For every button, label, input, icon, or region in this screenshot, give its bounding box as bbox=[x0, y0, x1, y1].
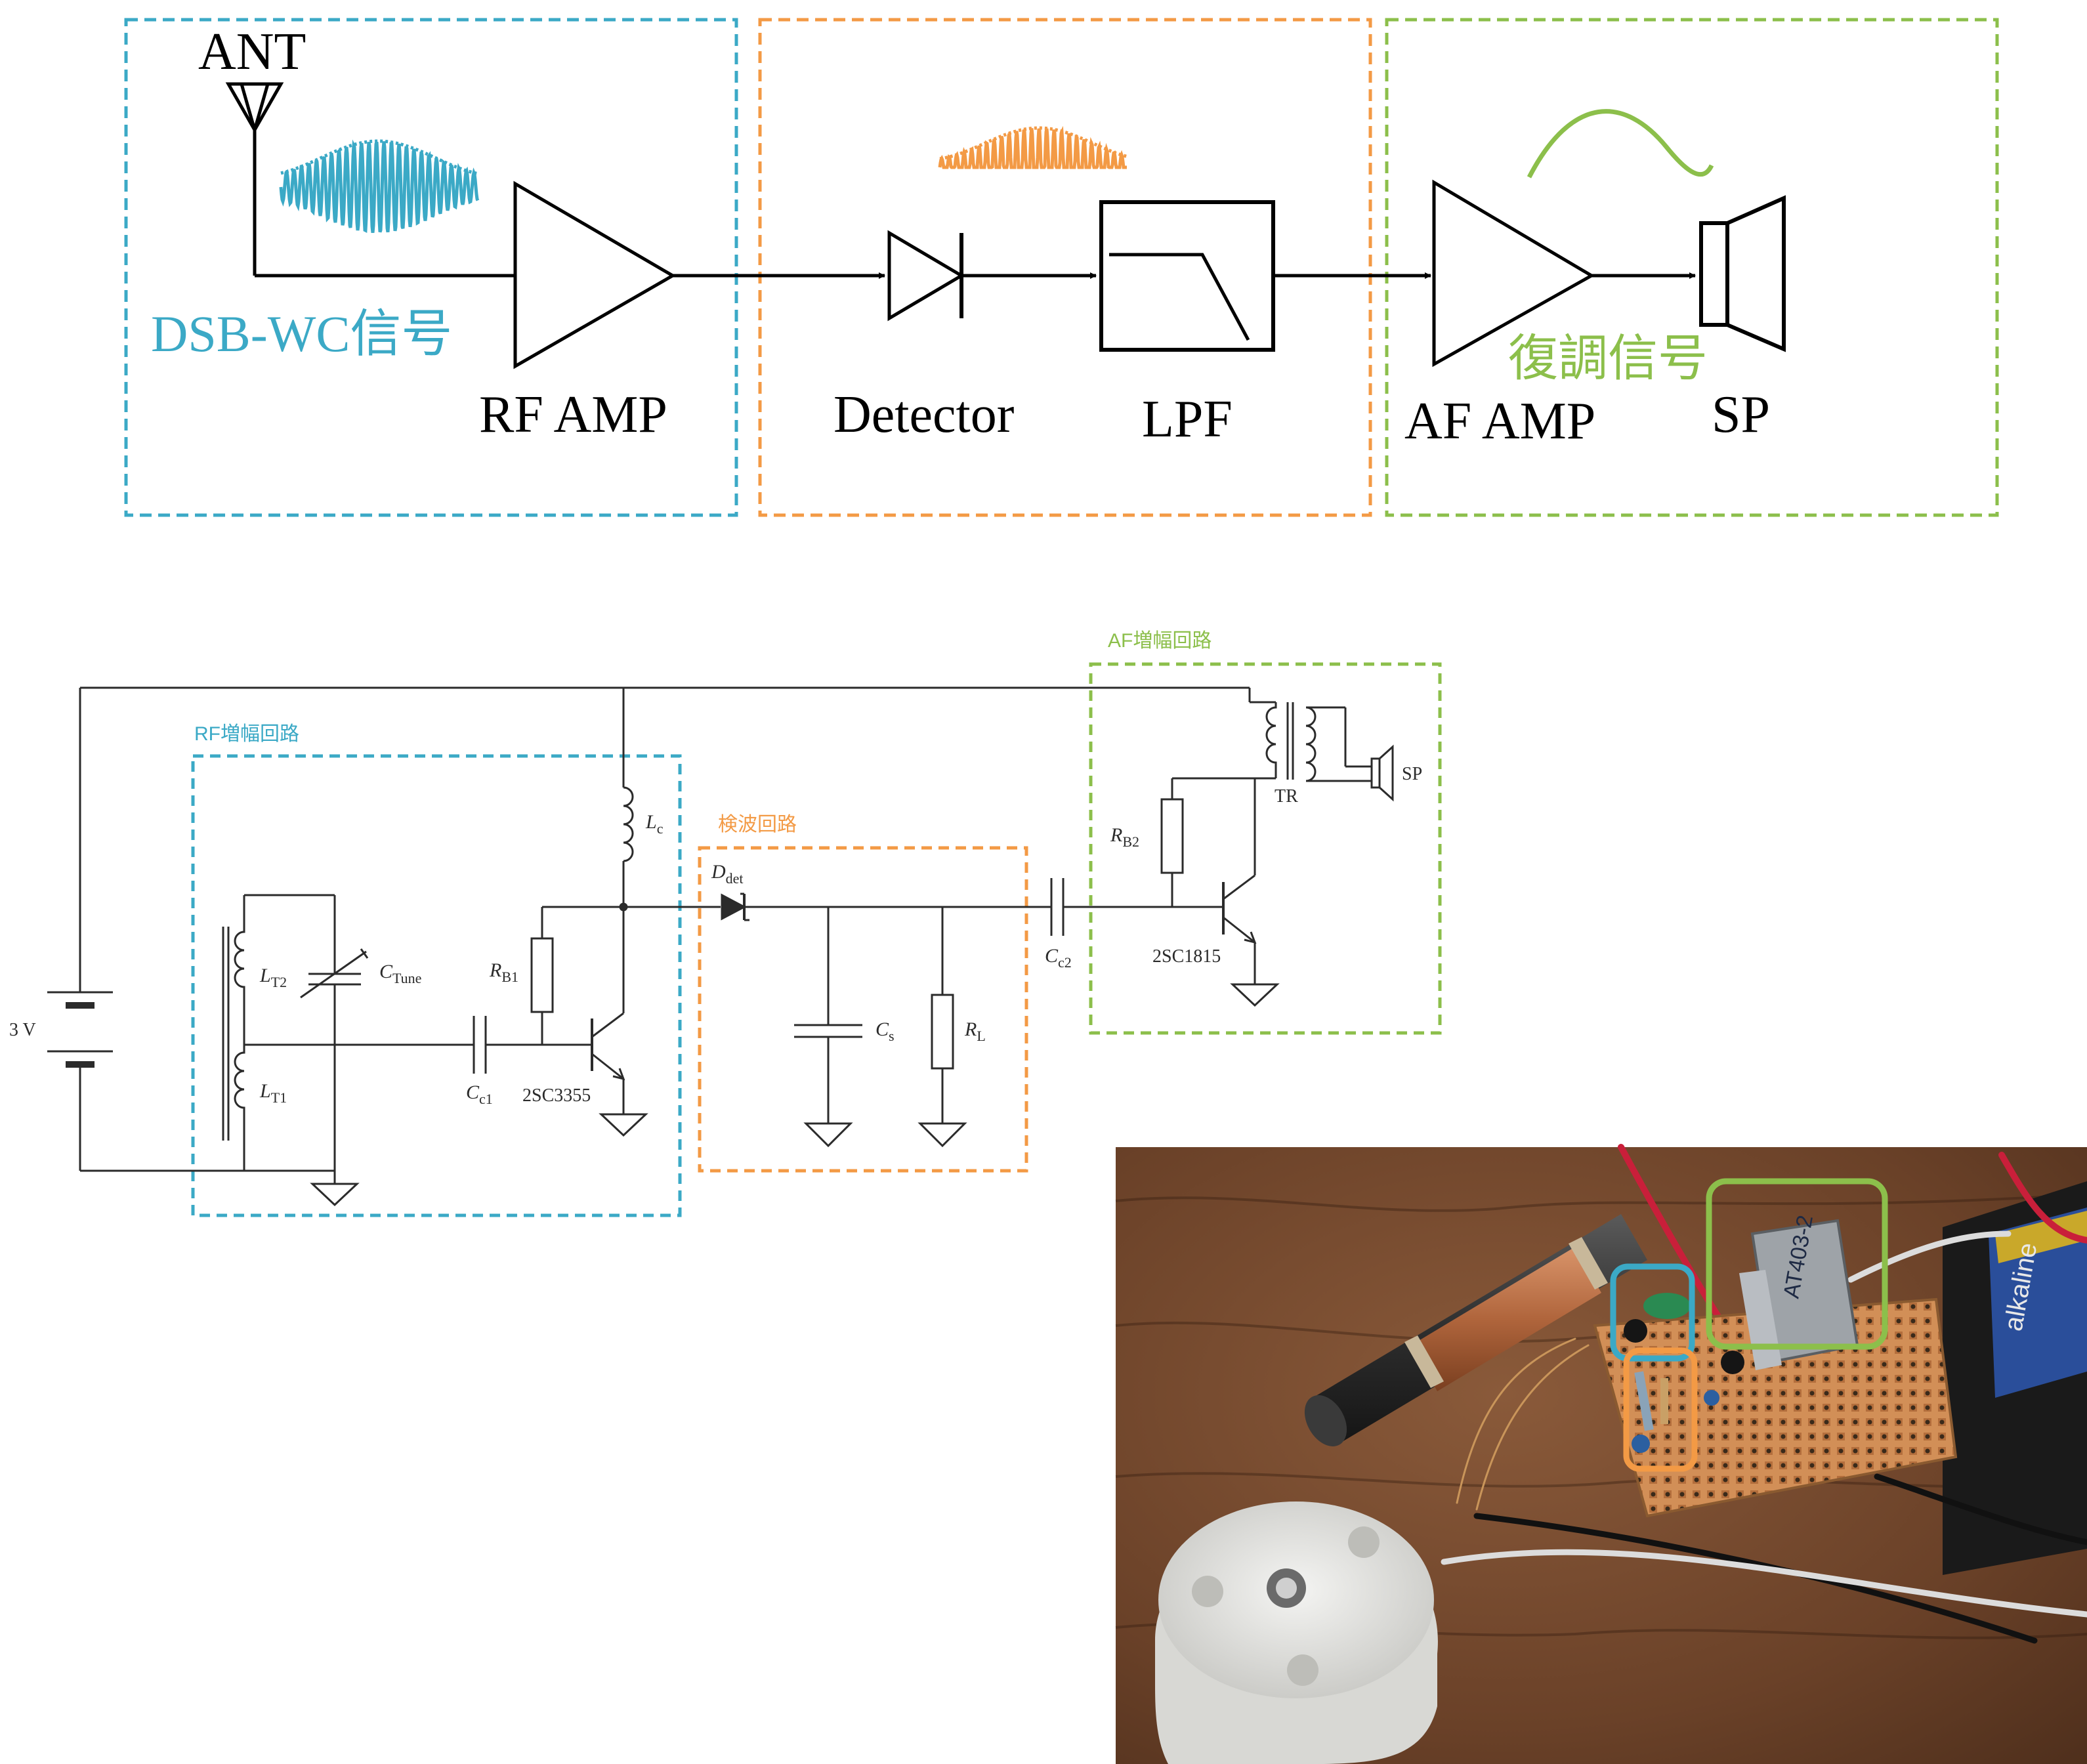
detector-section-highlight bbox=[1623, 1347, 1698, 1472]
choke-coil-lc bbox=[619, 688, 634, 912]
antenna-coil-lt bbox=[222, 894, 335, 1171]
block-diagram: ANT RF AMP Detector LPF AF AMP bbox=[124, 18, 1999, 517]
sp-label: SP bbox=[1712, 386, 1770, 444]
detected-trace bbox=[938, 125, 1127, 169]
lpf-label: LPF bbox=[1142, 390, 1233, 448]
ddet-label: Ddet bbox=[711, 861, 744, 887]
af-section-frame bbox=[1385, 18, 1999, 517]
cs-label: Cs bbox=[875, 1018, 895, 1044]
ant-label: ANT bbox=[198, 23, 306, 81]
ground-symbol-4 bbox=[917, 1122, 967, 1148]
bias-resistor-rb2 bbox=[1160, 777, 1255, 907]
rb1-label: RB1 bbox=[489, 959, 518, 985]
circuit-schematic bbox=[47, 662, 1442, 1217]
rf-section-label: RF増幅回路 bbox=[194, 723, 299, 745]
battery-label: 3 V bbox=[9, 1020, 36, 1040]
af-section-label: AF増幅回路 bbox=[1108, 630, 1212, 652]
rf-amp-label: RF AMP bbox=[479, 386, 667, 444]
af-amp-label: AF AMP bbox=[1404, 392, 1595, 450]
q2-label: 2SC1815 bbox=[1152, 946, 1221, 967]
board-components bbox=[1624, 1293, 1744, 1453]
detected-envelope-trace bbox=[939, 126, 1128, 161]
af-section-highlight bbox=[1706, 1178, 1888, 1350]
photo-speaker bbox=[1155, 1502, 1438, 1764]
dsb-carrier-trace bbox=[279, 139, 480, 234]
detector-label: Detector bbox=[833, 386, 1014, 444]
lt1-label: LT1 bbox=[259, 1080, 287, 1106]
rf-section-highlight bbox=[1610, 1263, 1695, 1362]
cc1-label: Cc1 bbox=[466, 1082, 493, 1107]
lc-label: Lc bbox=[645, 811, 664, 837]
dsb-envelope-trace bbox=[280, 139, 478, 175]
rl-label: RL bbox=[964, 1018, 986, 1044]
q1-label: 2SC3355 bbox=[522, 1085, 591, 1106]
detector-diode-symbol bbox=[887, 230, 965, 322]
lt2-label: LT2 bbox=[259, 965, 287, 990]
detector-section-frame bbox=[758, 18, 1372, 517]
coupling-capacitor-cc1 bbox=[473, 1016, 592, 1074]
ferrite-bar-antenna bbox=[1304, 1214, 1647, 1446]
battery-holder: alkaline bbox=[1943, 1181, 2087, 1575]
detected-waveform-icon bbox=[938, 125, 1128, 169]
detector-circuit-frame bbox=[698, 846, 1028, 1173]
circuit-photo: alkaline AT403-2 bbox=[1115, 1144, 2087, 1764]
speaker-symbol bbox=[1699, 195, 1786, 352]
ground-symbol-2 bbox=[599, 1113, 648, 1137]
ground-symbol-5 bbox=[1230, 983, 1280, 1007]
battery-symbol bbox=[47, 991, 113, 1068]
rf-amp-circuit-frame bbox=[191, 754, 682, 1217]
schematic-labels: RF増幅回路 検波回路 AF増幅回路 3 V LT2 LT1 CTune RB1… bbox=[9, 630, 1422, 1107]
transistor-q2 bbox=[1222, 778, 1280, 1007]
tuning-capacitor bbox=[300, 895, 369, 1171]
dsb-waveform-icon bbox=[279, 139, 480, 234]
demod-signal-label: 復調信号 bbox=[1508, 331, 1708, 387]
rf-amp-symbol bbox=[513, 180, 676, 369]
output-transformer bbox=[1248, 688, 1372, 782]
lpf-symbol bbox=[1099, 200, 1275, 352]
audio-waveform-icon bbox=[1527, 109, 1714, 178]
transistor-q1 bbox=[591, 907, 648, 1137]
ctune-label: CTune bbox=[379, 961, 421, 986]
load-resistor-rl bbox=[917, 907, 967, 1148]
ground-symbol-3 bbox=[803, 1122, 853, 1148]
af-amp-symbol bbox=[1432, 179, 1595, 368]
tr-label: TR bbox=[1275, 786, 1298, 807]
detector-section-label: 検波回路 bbox=[718, 814, 797, 835]
schematic-sp-label: SP bbox=[1402, 764, 1422, 784]
smoothing-capacitor-cs bbox=[794, 907, 862, 1148]
schematic-speaker-symbol bbox=[1370, 744, 1394, 802]
bias-resistor-rb1 bbox=[530, 906, 623, 1045]
rb2-label: RB2 bbox=[1110, 824, 1139, 850]
coupling-capacitor-cc2 bbox=[1050, 878, 1223, 936]
ground-symbol-1 bbox=[310, 1183, 360, 1207]
cc2-label: Cc2 bbox=[1045, 945, 1072, 971]
af-amp-circuit-frame bbox=[1089, 662, 1442, 1035]
rf-section-frame bbox=[124, 18, 738, 517]
dsb-wc-label: DSB-WC信号 bbox=[151, 305, 452, 362]
antenna-symbol bbox=[225, 82, 284, 276]
